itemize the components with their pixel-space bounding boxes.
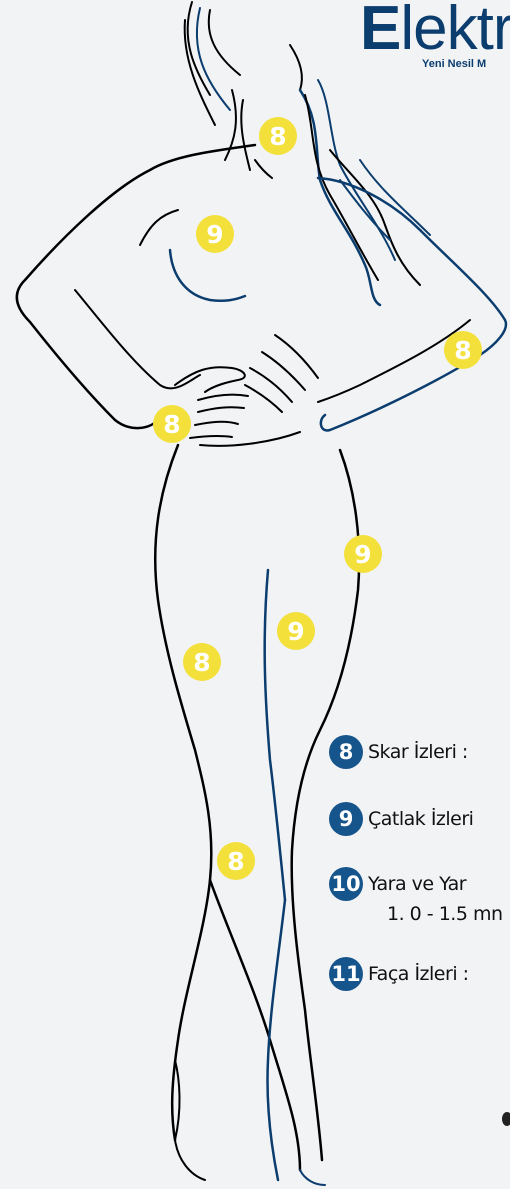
left-foot-heel bbox=[175, 1060, 180, 1140]
logo-text: lektr bbox=[400, 0, 510, 63]
legend-badge-9: 9 bbox=[329, 802, 363, 836]
left-finger bbox=[195, 422, 238, 425]
right-shoulder bbox=[318, 178, 506, 430]
legend-label: Faça İzleri : bbox=[368, 963, 469, 985]
hair-strand bbox=[197, 8, 230, 110]
left-finger bbox=[190, 436, 232, 438]
marker-knee: 8 bbox=[217, 842, 255, 880]
right-shin bbox=[267, 900, 285, 1180]
legend-badge-8: 8 bbox=[329, 735, 363, 769]
legend-badge-11: 11 bbox=[329, 957, 363, 991]
marker-elbow: 8 bbox=[444, 331, 482, 369]
waist-line bbox=[200, 432, 300, 446]
right-finger bbox=[262, 352, 305, 390]
hair-long bbox=[305, 95, 378, 280]
hair-strand bbox=[209, 10, 240, 75]
legend-label: Yara ve Yar bbox=[368, 873, 466, 895]
marker-wrist: 8 bbox=[153, 405, 191, 443]
legend-badge-10: 10 bbox=[329, 867, 363, 901]
marker-hip: 9 bbox=[344, 535, 382, 573]
brand-logo: Elektr Yeni Nesil M bbox=[360, 0, 510, 80]
logo-wordmark: Elektr bbox=[360, 0, 510, 64]
left-finger bbox=[198, 395, 248, 400]
neck-line bbox=[255, 160, 272, 178]
hair-long bbox=[300, 90, 380, 305]
marker-chest: 9 bbox=[196, 215, 234, 253]
left-hand bbox=[175, 367, 245, 392]
right-finger bbox=[245, 385, 282, 412]
left-shin bbox=[210, 880, 300, 1170]
right-hand bbox=[275, 335, 318, 378]
marker-inner-thigh: 9 bbox=[277, 612, 315, 650]
corner-dot bbox=[502, 1112, 510, 1126]
hair-strand bbox=[290, 45, 302, 90]
marker-outer-thigh: 8 bbox=[183, 643, 221, 681]
left-finger bbox=[198, 407, 244, 412]
legend-label: Çatlak İzleri bbox=[368, 808, 473, 830]
left-foot bbox=[175, 1140, 205, 1180]
right-finger bbox=[250, 368, 292, 402]
logo-letter: E bbox=[360, 0, 400, 63]
hair-strand bbox=[241, 100, 250, 170]
legend-label: Skar İzleri : bbox=[368, 741, 468, 763]
left-leg-outer bbox=[155, 445, 211, 1140]
left-inner-arm bbox=[75, 290, 200, 388]
bust-line bbox=[170, 250, 245, 301]
legend-label-second-line: 1. 0 - 1.5 mn bbox=[387, 903, 503, 925]
right-foot bbox=[300, 1170, 325, 1185]
left-armpit bbox=[140, 210, 178, 245]
logo-tagline: Yeni Nesil M bbox=[422, 58, 486, 70]
marker-neck: 8 bbox=[259, 117, 297, 155]
